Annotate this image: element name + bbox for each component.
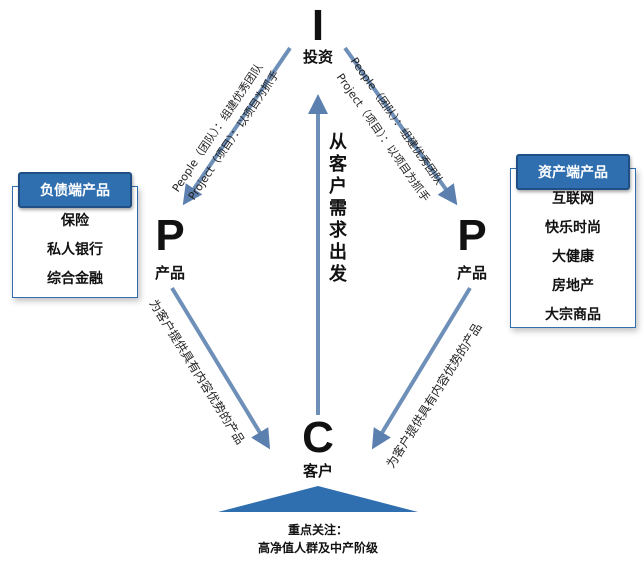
customer-label: 客户 <box>302 462 333 480</box>
center-label-char: 户 <box>329 176 347 197</box>
arrow-i-to-left-p <box>182 46 292 206</box>
liability-item: 私人银行 <box>47 242 103 258</box>
center-label-char: 发 <box>329 264 347 285</box>
center-label-char: 从 <box>329 132 347 153</box>
center-vertical-label: 从 客 户 需 求 出 发 <box>326 132 350 286</box>
asset-item: 互联网 <box>552 191 594 207</box>
asset-item: 大健康 <box>552 249 594 265</box>
arrow-right-p-to-c <box>371 286 472 450</box>
asset-item: 房地产 <box>552 278 594 294</box>
center-label-char: 客 <box>329 154 347 175</box>
investment-letter: I <box>311 1 325 50</box>
liability-item: 保险 <box>61 213 89 229</box>
liability-item: 综合金融 <box>47 271 103 287</box>
asset-products-title: 资产端产品 <box>516 154 630 190</box>
product-right-letter: P <box>457 211 487 260</box>
product-left-letter: P <box>155 211 185 260</box>
arrow-i-to-right-p <box>343 46 458 206</box>
center-label-char: 需 <box>329 198 347 219</box>
customer-letter: C <box>302 413 334 462</box>
center-label-char: 求 <box>329 220 347 241</box>
asset-item: 快乐时尚 <box>545 220 601 236</box>
arrow-left-p-to-c <box>170 286 271 450</box>
asset-products-box: 互联网 快乐时尚 大健康 房地产 大宗商品 <box>510 168 636 328</box>
focus-line-2: 高净值人群及中产阶级 <box>257 541 378 555</box>
asset-item: 大宗商品 <box>545 307 601 323</box>
product-right-label: 产品 <box>456 264 487 282</box>
liability-products-title: 负债端产品 <box>18 172 132 208</box>
investment-label: 投资 <box>302 48 333 66</box>
center-label-char: 出 <box>329 242 347 263</box>
focus-triangle <box>218 486 418 512</box>
product-left-label: 产品 <box>154 264 185 282</box>
focus-line-1: 重点关注： <box>287 523 348 537</box>
